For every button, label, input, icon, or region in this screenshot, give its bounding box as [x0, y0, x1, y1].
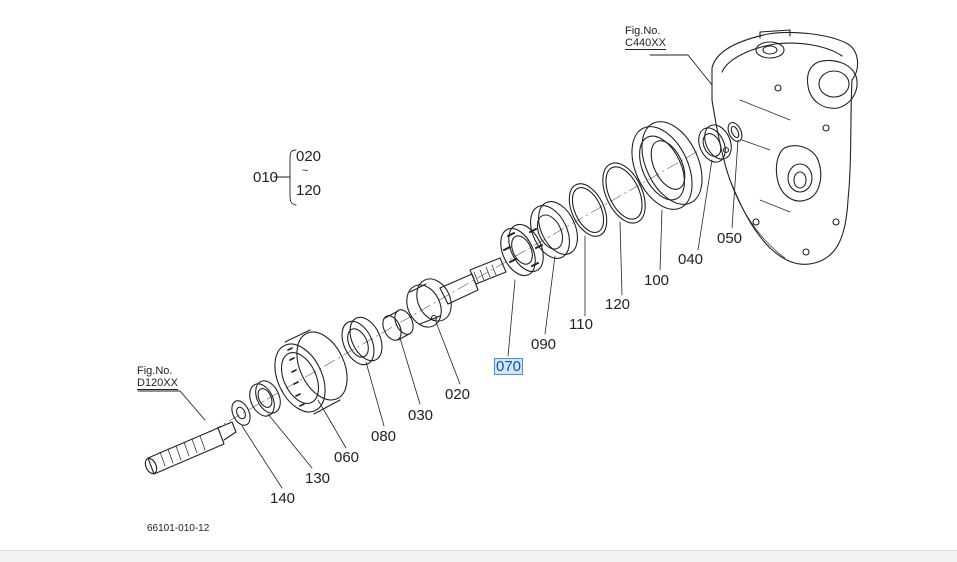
fig-ref-d120[interactable]: Fig.No. D120XX: [137, 365, 178, 390]
drawing-number: 66101-010-12: [147, 523, 210, 534]
part-label-060[interactable]: 060: [334, 449, 360, 466]
part-label-100[interactable]: 100: [644, 272, 670, 289]
part-080-drawing: [341, 316, 383, 366]
part-070-drawing: [500, 223, 544, 277]
part-110-drawing: [568, 183, 608, 237]
part-030-drawing: [382, 309, 414, 341]
part-label-090[interactable]: 090: [531, 336, 557, 353]
group-tilde: ~: [302, 165, 309, 177]
part-label-020[interactable]: 020: [445, 386, 471, 403]
part-020-drawing: [406, 257, 507, 328]
axis-center-line: [209, 149, 701, 433]
part-label-080[interactable]: 080: [371, 428, 397, 445]
fig-ref-d120-line1: Fig.No.: [137, 365, 173, 377]
group-bracket: [273, 149, 297, 206]
part-label-070[interactable]: 070: [493, 358, 524, 375]
part-100-drawing: [631, 121, 703, 210]
output-shaft-drawing: [144, 421, 237, 475]
leader-fig-c440: [649, 54, 713, 86]
fig-ref-c440-line2: C440XX: [625, 37, 666, 50]
group-from-label: 020: [296, 148, 322, 165]
fig-ref-c440-line1: Fig.No.: [625, 25, 661, 37]
leader-lines: [241, 139, 739, 489]
part-040-drawing: [698, 124, 732, 163]
part-060-drawing: [274, 329, 348, 415]
part-label-130[interactable]: 130: [305, 470, 331, 487]
part-120-drawing: [602, 162, 646, 224]
part-130-drawing: [249, 380, 281, 417]
group-parent-label: 010: [253, 169, 279, 186]
leader-fig-d120: [137, 390, 206, 421]
fig-ref-d120-line2: D120XX: [137, 377, 178, 390]
part-140-drawing: [231, 400, 251, 426]
fig-ref-c440[interactable]: Fig.No. C440XX: [625, 25, 666, 50]
part-label-120[interactable]: 120: [605, 296, 631, 313]
transmission-housing: [711, 29, 859, 265]
parts-diagram-viewer: Fig.No. C440XX Fig.No. D120XX 010 020 ~ …: [137, 25, 859, 534]
part-090-drawing: [530, 201, 578, 259]
group-to-label: 120: [296, 182, 322, 199]
part-label-030[interactable]: 030: [408, 407, 434, 424]
part-label-050[interactable]: 050: [717, 230, 743, 247]
part-label-140[interactable]: 140: [270, 490, 296, 507]
part-050-drawing: [727, 122, 743, 142]
exploded-view-drawing: [137, 29, 859, 489]
bottom-scroll-bar[interactable]: [0, 550, 957, 562]
part-label-110[interactable]: 110: [569, 316, 593, 333]
part-label-040[interactable]: 040: [678, 251, 704, 268]
